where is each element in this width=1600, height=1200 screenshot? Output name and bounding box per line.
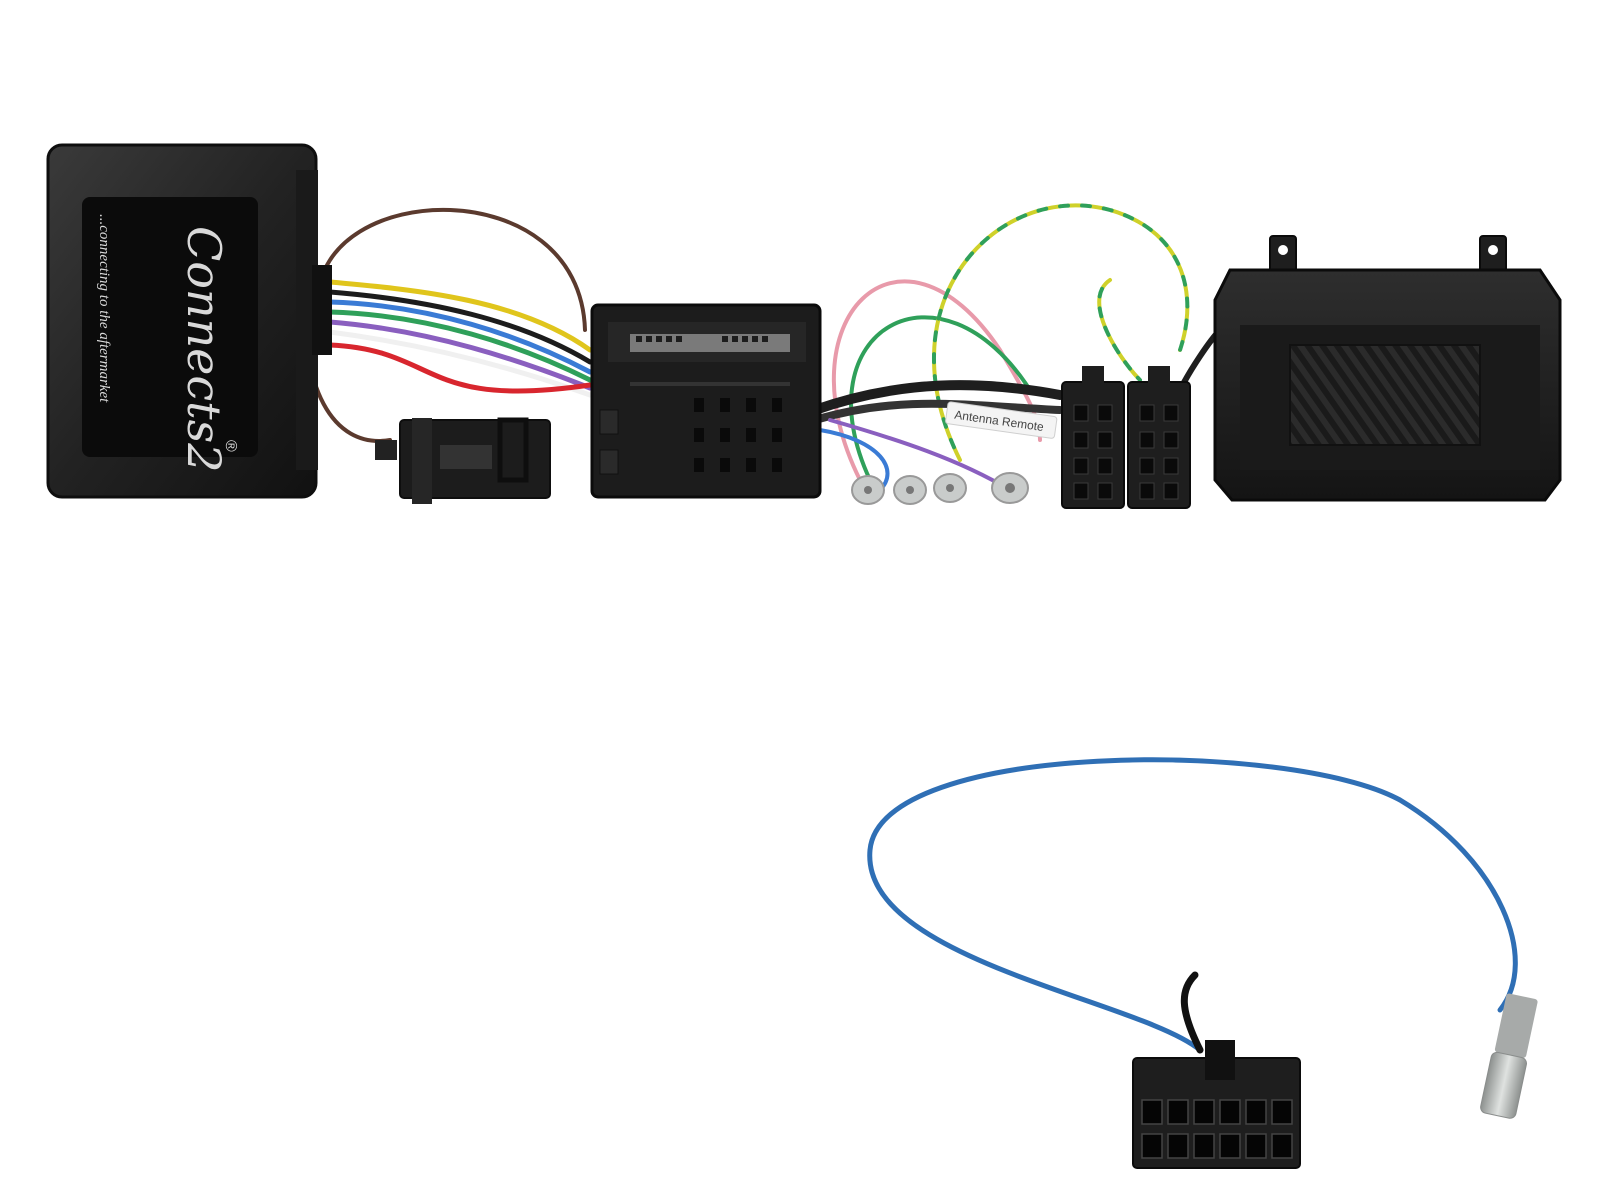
small-plug-icon	[375, 417, 551, 504]
iso-connector-icon	[1061, 366, 1191, 509]
antenna-adapter-icon	[1132, 993, 1538, 1169]
ring-terminals	[851, 472, 1029, 505]
registered-mark: ®	[222, 440, 239, 452]
brand-tagline: ...connecting to the aftermarket	[96, 214, 112, 403]
quadlock-connector-icon	[590, 303, 822, 499]
receiver-module-icon	[1213, 235, 1562, 502]
brand-logo: Connects2	[177, 226, 231, 473]
control-module-icon: Connects2 ® ...connecting to the afterma…	[46, 143, 332, 499]
